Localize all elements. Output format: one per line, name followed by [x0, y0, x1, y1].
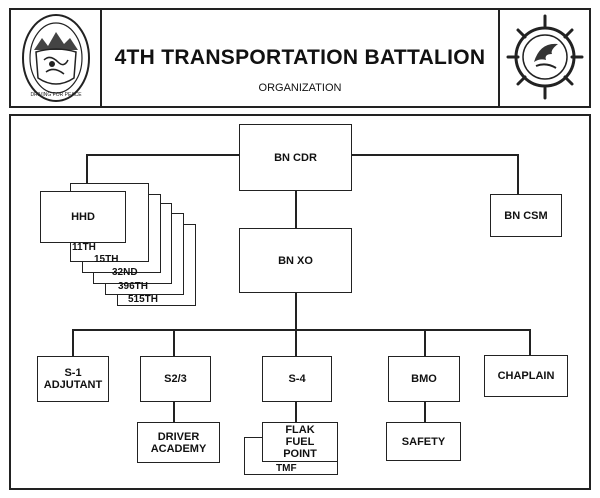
crest-motto: DRIVING FOR PEACE: [30, 92, 82, 98]
header-frame: [9, 8, 591, 108]
header-divider-left: [100, 8, 102, 108]
header-divider-right: [498, 8, 500, 108]
page-subtitle: ORGANIZATION: [258, 82, 342, 94]
page-title: 4TH TRANSPORTATION BATTALION: [114, 46, 486, 69]
company-label-32nd: 32ND: [112, 267, 138, 278]
connector-s23: [173, 329, 175, 356]
connector-cdr-xo: [295, 191, 297, 228]
node-bn-cdr: BN CDR: [239, 124, 352, 191]
connector-s4: [295, 329, 297, 356]
node-tmf-label: TMF: [276, 463, 297, 474]
unit-crest-icon: DRIVING FOR PEACE: [22, 14, 90, 102]
node-s1: S-1 ADJUTANT: [37, 356, 109, 402]
node-safety: SAFETY: [386, 422, 461, 461]
node-bn-xo: BN XO: [239, 228, 352, 293]
node-s23: S2/3: [140, 356, 211, 402]
company-label-11th: 11TH: [72, 242, 96, 253]
node-s4: S-4: [262, 356, 332, 402]
winged-wheel-icon: [506, 14, 584, 100]
node-chaplain: CHAPLAIN: [484, 355, 568, 397]
connector-bmo: [424, 329, 426, 356]
connector-bmo-safety: [424, 402, 426, 422]
node-bn-csm: BN CSM: [490, 194, 562, 237]
node-bmo: BMO: [388, 356, 460, 402]
company-label-396th: 396TH: [118, 281, 149, 292]
connector-xo-staff: [295, 293, 297, 330]
node-driver-academy: DRIVER ACADEMY: [137, 422, 220, 463]
node-hhd: HHD: [40, 191, 126, 243]
connector-hhd: [86, 154, 88, 192]
company-label-15th: 15TH: [94, 254, 119, 265]
company-label-515th: 515TH: [128, 294, 159, 305]
connector-csm: [517, 154, 519, 194]
node-flak-fuel-point: FLAK FUEL POINT: [262, 422, 338, 462]
connector-s4-flak: [295, 402, 297, 422]
connector-s1: [72, 329, 74, 356]
connector-staff-bus: [72, 329, 530, 331]
connector-chaplain: [529, 329, 531, 355]
connector-s23-academy: [173, 402, 175, 422]
